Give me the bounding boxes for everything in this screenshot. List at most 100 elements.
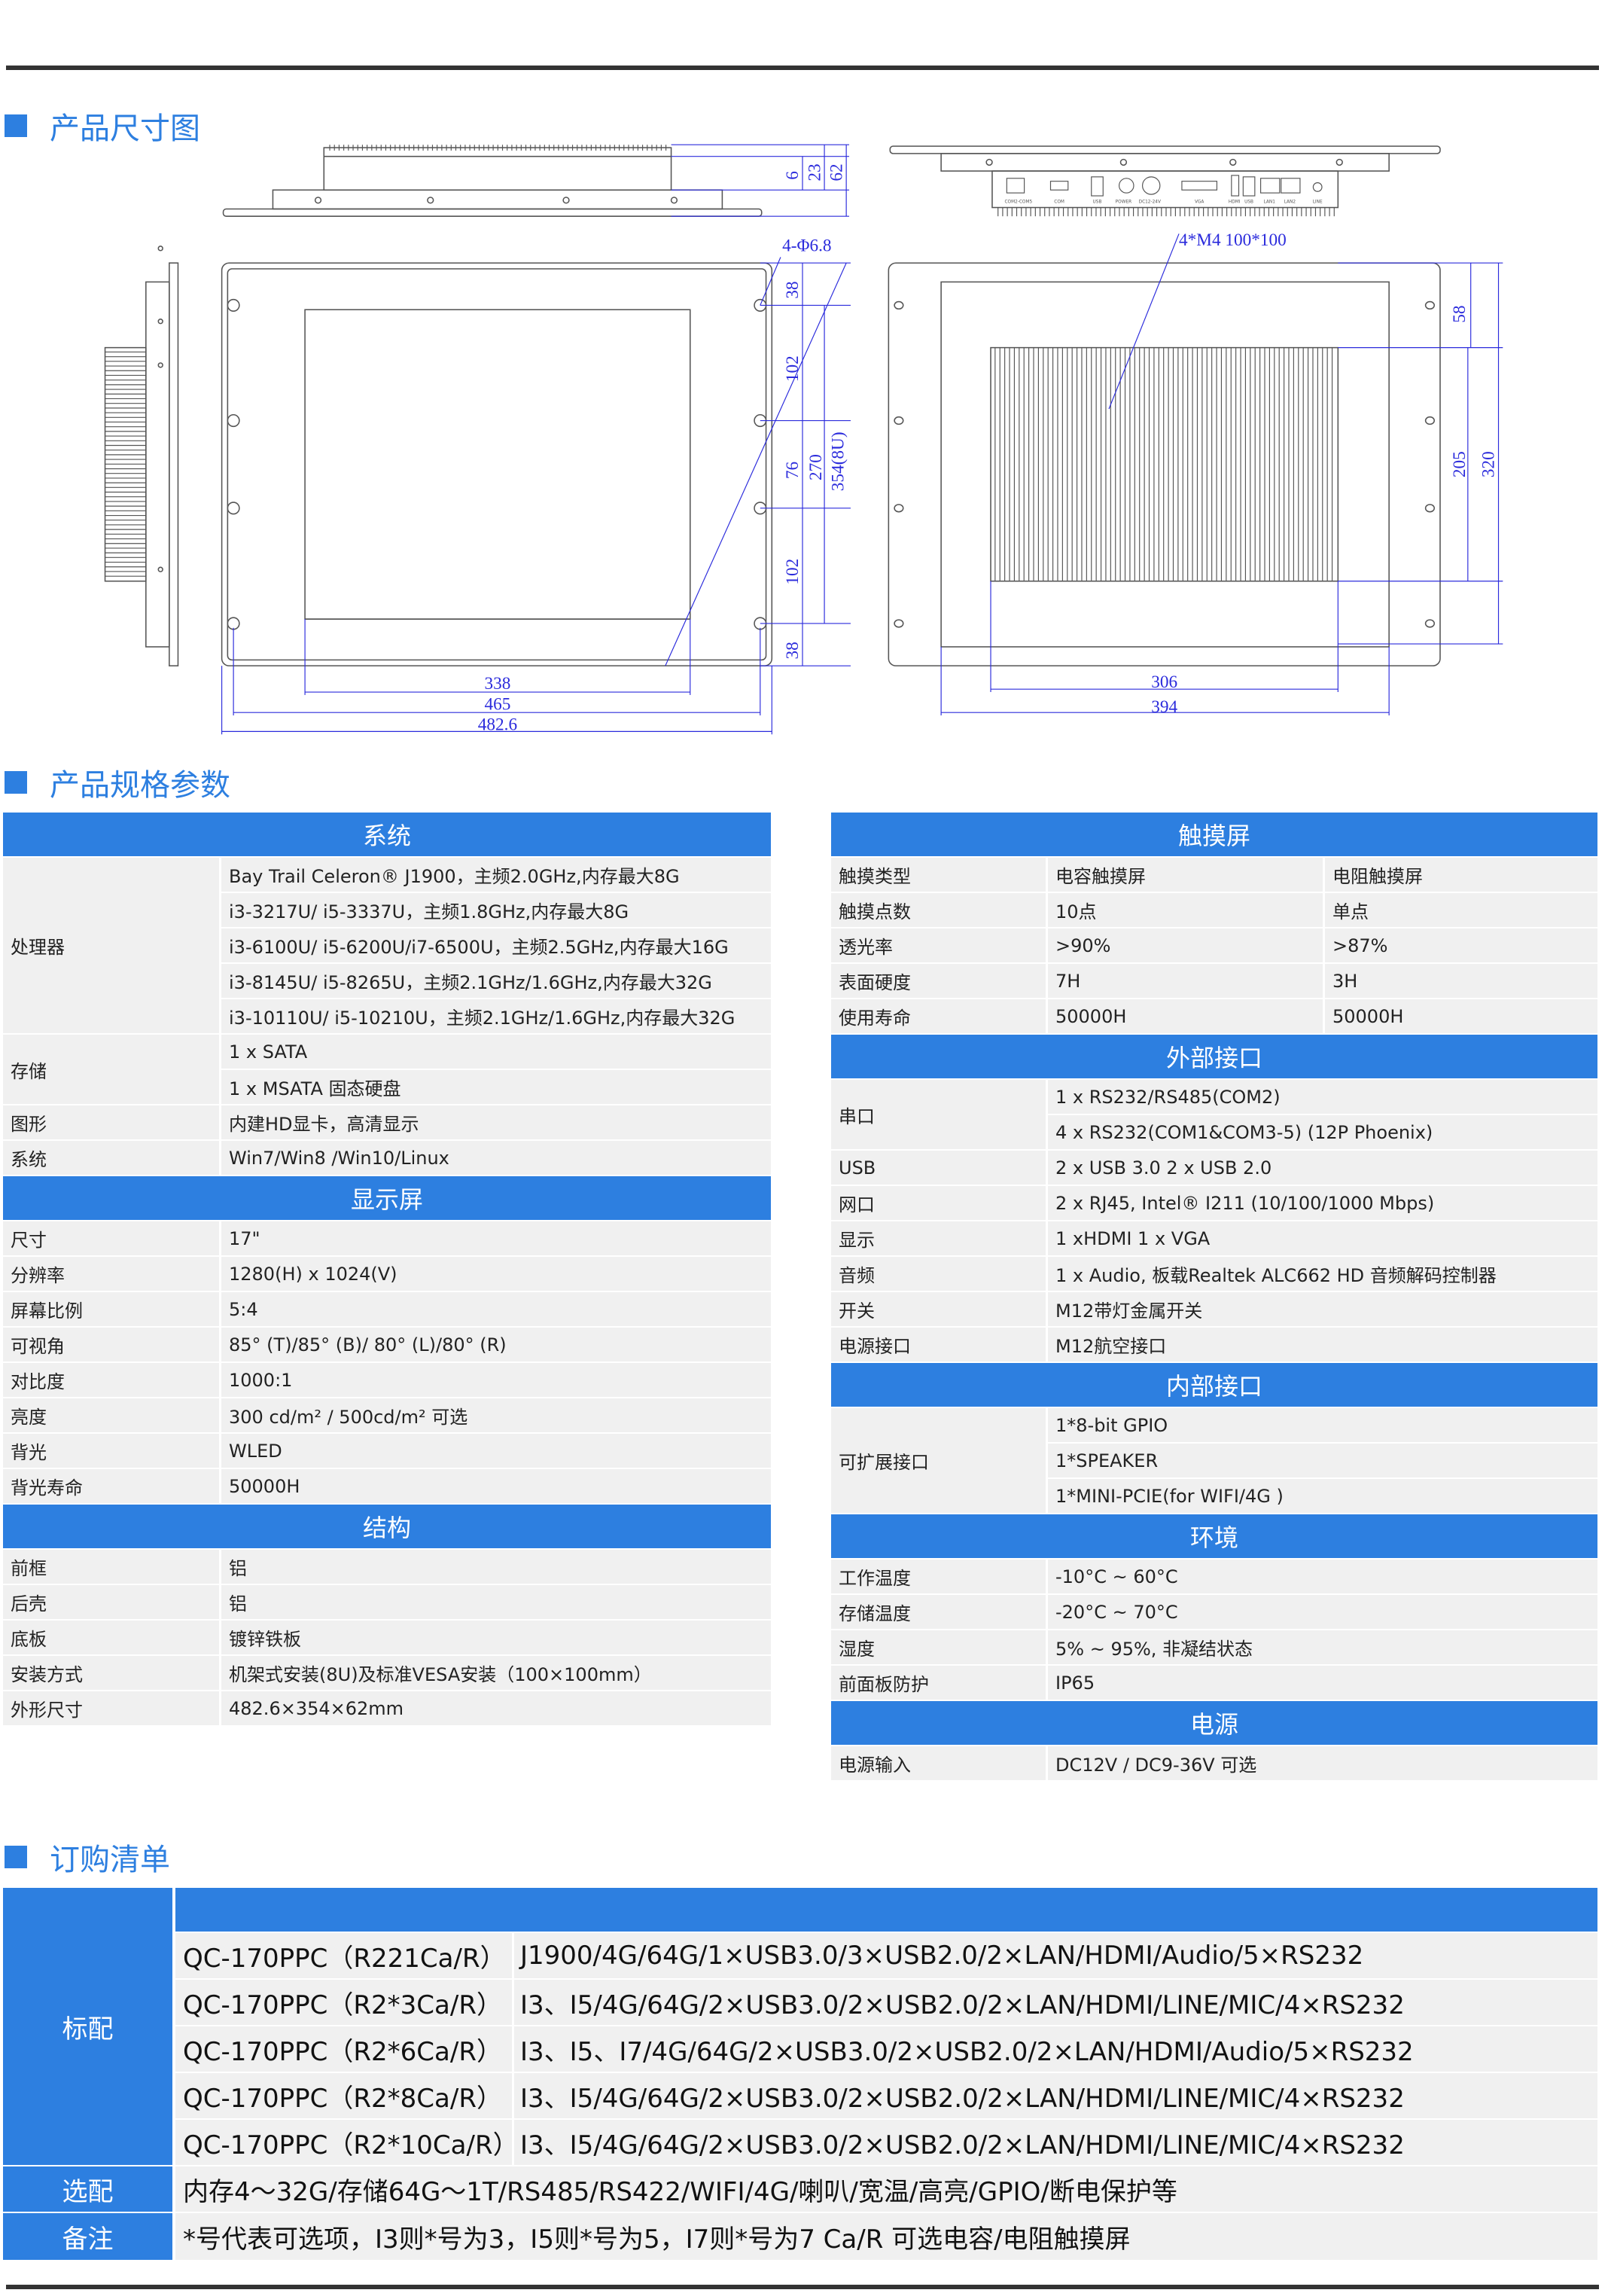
section-order: 订购清单 — [5, 1835, 170, 1879]
value-cell: 300 cd/m² / 500cd/m² 可选 — [229, 1407, 468, 1428]
value-cell: 85° (T)/85° (B)/ 80° (L)/80° (R) — [229, 1334, 507, 1355]
value-cell: 5% ~ 95%, 非凝结状态 — [1055, 1639, 1253, 1660]
value-cell: 1 x RS232/RS485(COM2) — [1055, 1086, 1281, 1108]
row-label: 触摸类型 — [831, 858, 1046, 892]
value-cell: 机架式安装(8U)及标准VESA安装（100×100mm） — [229, 1664, 652, 1685]
value-cell: 1 x MSATA 固态硬盘 — [229, 1078, 401, 1099]
bezel-top-right — [889, 145, 1441, 154]
section-marker-icon — [5, 1846, 27, 1868]
row-values: 17" — [221, 1221, 771, 1255]
row-values: 1 x Audio, 板载Realtek ALC662 HD 音频解码控制器 — [1048, 1257, 1597, 1291]
port-label: LAN1 — [1264, 200, 1276, 205]
dimension-label: 23 — [805, 163, 824, 181]
value-cell: IP65 — [1055, 1672, 1095, 1694]
front-panel — [221, 262, 773, 666]
dimension-lines — [221, 144, 1503, 735]
row-values: 1 x RS232/RS485(COM2) 4 x RS232(COM1&COM3… — [1048, 1080, 1597, 1149]
table-row: 湿度 5% ~ 95%, 非凝结状态 — [831, 1630, 1597, 1664]
value-line: 2 x USB 3.0 2 x USB 2.0 — [1048, 1151, 1597, 1185]
row-label: 安装方式 — [3, 1656, 219, 1690]
row-label: 存储温度 — [831, 1595, 1046, 1629]
table-row: 后壳铝 — [3, 1585, 771, 1619]
row-label: 音频 — [831, 1257, 1046, 1291]
row-label: 开关 — [831, 1292, 1046, 1326]
value-line: 内建HD显卡，高清显示 — [221, 1105, 771, 1139]
value-cell: 50000H — [1048, 999, 1325, 1033]
front-bezel-top — [222, 208, 763, 217]
chassis-side — [145, 281, 170, 648]
value-line: 1*MINI-PCIE(for WIFI/4G ) — [1048, 1479, 1597, 1513]
value-cell: 50000H — [229, 1475, 300, 1497]
model-cell: QC-170PPC（R2*3Ca/R） — [175, 1980, 514, 2025]
value-cell: >87% — [1332, 935, 1388, 956]
row-values: 482.6×354×62mm — [221, 1691, 771, 1725]
table-row: 安装方式机架式安装(8U)及标准VESA安装（100×100mm） — [3, 1656, 771, 1690]
row-values: 1 xHDMI 1 x VGA — [1048, 1221, 1597, 1255]
value-cell: M12带灯金属开关 — [1055, 1300, 1203, 1322]
value-line: >90%>87% — [1048, 928, 1597, 962]
port-label: HDMI — [1229, 200, 1241, 205]
value-cell: 50000H — [1332, 1005, 1404, 1027]
table-section-header: 触摸屏 — [831, 813, 1597, 856]
value-line: DC12V / DC9-36V 可选 — [1048, 1746, 1597, 1780]
note-row: *号代表可选项，I3则*号为3，I5则*号为5，I7则*号为7 Ca/R 可选电… — [175, 2213, 1597, 2260]
value-line: 1*SPEAKER — [1048, 1444, 1597, 1477]
mechanical-outline — [104, 145, 1441, 666]
value-cell: 482.6×354×62mm — [229, 1697, 404, 1719]
value-line: 2 x RJ45, Intel® I211 (10/100/1000 Mbps) — [1048, 1186, 1597, 1220]
row-values: 1000:1 — [221, 1363, 771, 1397]
value-line: WLED — [221, 1434, 771, 1468]
value-cell: i3-10110U/ i5-10210U，主频2.1GHz/1.6GHz,内存最… — [229, 1008, 735, 1029]
order-header-row — [175, 1888, 1597, 1932]
value-cell: -20°C ~ 70°C — [1055, 1601, 1178, 1623]
dimension-label: 205 — [1450, 451, 1469, 477]
dimension-label: 76 — [783, 462, 802, 479]
order-row: QC-170PPC（R2*3Ca/R）I3、I5/4G/64G/2×USB3.0… — [175, 1980, 1597, 2025]
table-row: 存储温度 -20°C ~ 70°C — [831, 1595, 1597, 1629]
value-cell: 电容触摸屏 — [1048, 858, 1325, 892]
value-line: 5% ~ 95%, 非凝结状态 — [1048, 1630, 1597, 1664]
table-section-header: 外部接口 — [831, 1035, 1597, 1078]
value-line: 1 x Audio, 板载Realtek ALC662 HD 音频解码控制器 — [1048, 1257, 1597, 1291]
row-label: 可扩展接口 — [831, 1408, 1046, 1513]
table-row: 外形尺寸 482.6×354×62mm — [3, 1691, 771, 1725]
value-line: 铝 — [221, 1585, 771, 1619]
value-cell: 10点 — [1048, 893, 1325, 927]
value-cell: 内建HD显卡，高清显示 — [229, 1114, 419, 1135]
row-values: 机架式安装(8U)及标准VESA安装（100×100mm） — [221, 1656, 771, 1690]
value-cell: Win7/Win8 /Win10/Linux — [229, 1147, 449, 1169]
row-label: 透光率 — [831, 928, 1046, 962]
port-label: COM2-COM5 — [1004, 200, 1032, 205]
table-section-header: 结构 — [3, 1505, 771, 1548]
port-label: LINE — [1313, 200, 1323, 205]
section-specs: 产品规格参数 — [5, 761, 230, 804]
value-line: 4 x RS232(COM1&COM3-5) (12P Phoenix) — [1048, 1115, 1597, 1149]
value-cell: 1 xHDMI 1 x VGA — [1055, 1227, 1211, 1249]
value-cell: 单点 — [1332, 901, 1369, 922]
table-row: 工作温度-10°C ~ 60°C — [831, 1560, 1597, 1593]
row-label: 前面板防护 — [831, 1666, 1046, 1700]
row-label: 外形尺寸 — [3, 1691, 219, 1725]
row-label: 湿度 — [831, 1630, 1046, 1664]
screen-area — [304, 309, 691, 620]
dimension-label: 320 — [1479, 451, 1499, 477]
value-line: 5:4 — [221, 1292, 771, 1326]
row-values: M12带灯金属开关 — [1048, 1292, 1597, 1326]
config-cell: I3、I5、I7/4G/64G/2×USB3.0/2×USB2.0/2×LAN/… — [520, 2036, 1414, 2067]
value-cell: 1*SPEAKER — [1055, 1450, 1159, 1471]
table-row: 前框铝 — [3, 1550, 771, 1584]
row-label: 表面硬度 — [831, 964, 1046, 998]
row-values: Win7/Win8 /Win10/Linux — [221, 1141, 771, 1175]
